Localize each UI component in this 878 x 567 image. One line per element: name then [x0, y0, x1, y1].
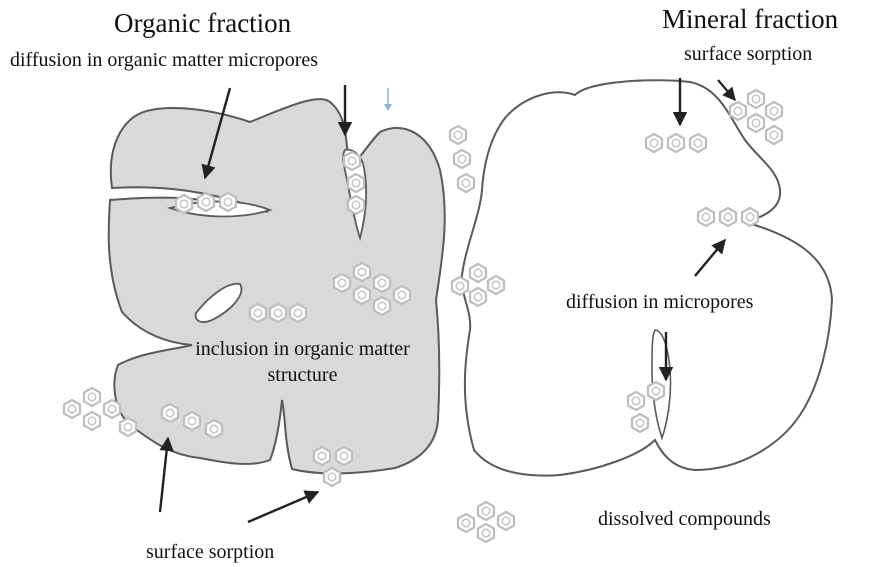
ring-molecule-icon: [470, 288, 486, 306]
ring-molecule-icon: [646, 134, 662, 152]
ring-molecule-icon: [64, 400, 80, 418]
mineral-title: Mineral fraction: [662, 6, 838, 33]
ring-molecule-icon: [354, 263, 370, 281]
organic-surface-sorption: surface sorption: [146, 542, 274, 562]
ring-molecule-icon: [458, 174, 474, 192]
ring-molecule-icon: [720, 208, 736, 226]
ring-molecule-icon: [206, 420, 222, 438]
ring-molecule-icon: [344, 152, 360, 170]
ring-molecule-icon: [690, 134, 706, 152]
ring-molecule-icon: [184, 412, 200, 430]
arrow-mineral-surface-2: [718, 80, 735, 100]
ring-molecule-icon: [104, 400, 120, 418]
ring-molecule-icon: [336, 447, 352, 465]
ring-molecule-icon: [120, 418, 136, 436]
ring-molecule-icon: [748, 90, 764, 108]
mineral-surface-sorption: surface sorption: [684, 44, 812, 64]
ring-molecule-icon: [668, 134, 684, 152]
ring-molecule-icon: [648, 382, 664, 400]
ring-molecule-icon: [162, 404, 178, 422]
ring-molecule-icon: [498, 512, 514, 530]
ring-molecule-icon: [290, 304, 306, 322]
ring-molecule-icon: [374, 297, 390, 315]
ring-molecule-icon: [628, 392, 644, 410]
organic-particle: [109, 99, 445, 473]
mineral-micropores-label: diffusion in micropores: [566, 292, 753, 312]
ring-molecule-icon: [198, 193, 214, 211]
ring-molecule-icon: [176, 195, 192, 213]
ring-molecule-icon: [452, 277, 468, 295]
arrow-bottom-sorption: [248, 492, 318, 522]
ring-molecule-icon: [348, 196, 364, 214]
inclusion-label: inclusion in organic matter structure: [190, 336, 415, 388]
ring-molecule-icon: [348, 174, 364, 192]
ring-molecule-icon: [742, 208, 758, 226]
ring-molecule-icon: [458, 514, 474, 532]
ring-molecule-icon: [394, 286, 410, 304]
ring-molecule-icon: [698, 208, 714, 226]
ring-molecule-icon: [454, 150, 470, 168]
ring-molecule-icon: [766, 102, 782, 120]
ring-molecule-icon: [488, 276, 504, 294]
ring-molecule-icon: [84, 412, 100, 430]
ring-molecule-icon: [478, 502, 494, 520]
ring-molecule-icon: [314, 447, 330, 465]
ring-molecule-icon: [324, 468, 340, 486]
ring-molecule-icon: [632, 414, 648, 432]
ring-molecule-icon: [730, 102, 746, 120]
ring-molecule-icon: [766, 126, 782, 144]
ring-molecule-icon: [220, 193, 236, 211]
organic-subtitle: diffusion in organic matter micropores: [10, 50, 318, 70]
ring-molecule-icon: [250, 304, 266, 322]
arrow-blue-pointer-head: [384, 104, 392, 111]
ring-molecule-icon: [334, 274, 350, 292]
dissolved-label: dissolved compounds: [598, 509, 771, 529]
ring-molecule-icon: [478, 524, 494, 542]
ring-molecule-icon: [470, 264, 486, 282]
ring-molecule-icon: [748, 114, 764, 132]
ring-molecule-icon: [450, 126, 466, 144]
ring-molecule-icon: [270, 304, 286, 322]
ring-molecule-icon: [84, 388, 100, 406]
ring-molecule-icon: [354, 286, 370, 304]
arrow-bottom-left-sorption: [160, 438, 168, 512]
organic-title: Organic fraction: [114, 10, 291, 37]
ring-molecule-icon: [374, 274, 390, 292]
